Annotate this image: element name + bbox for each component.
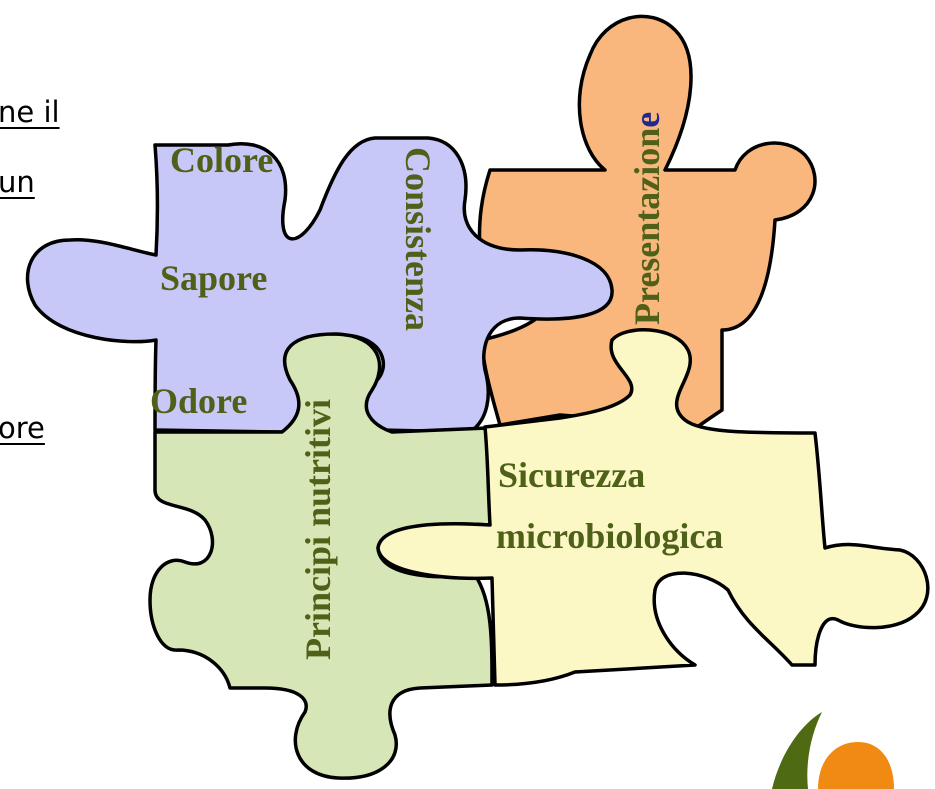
label-colore: Colore [170, 140, 273, 180]
label-microbiologica: microbiologica [496, 516, 723, 556]
logo [772, 712, 894, 789]
label-sicurezza: Sicurezza [498, 455, 645, 495]
label-presentazione-main: Presentazion [627, 128, 667, 325]
label-presentazione-last-letter: e [627, 112, 667, 128]
label-consistenza: Consistenza [398, 147, 438, 331]
label-sapore: Sapore [160, 258, 267, 298]
label-odore: Odore [150, 381, 247, 421]
logo-orange-shape [818, 742, 894, 789]
logo-green-leaf [772, 712, 822, 789]
label-presentazione: Presentazione [627, 112, 667, 325]
label-principi-nutritivi: Principi nutritivi [298, 399, 338, 660]
